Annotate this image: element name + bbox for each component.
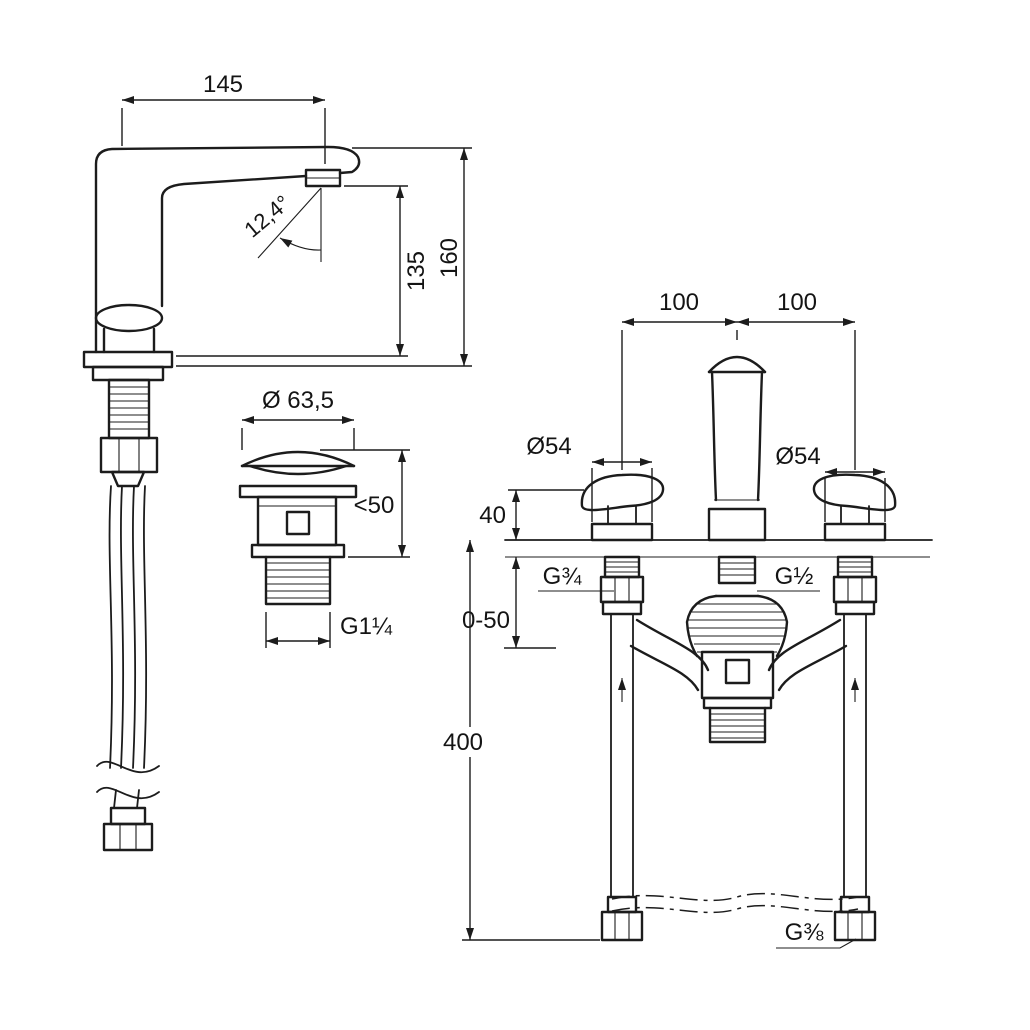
hose-thread-label: G⅜	[785, 919, 825, 946]
dimension-body-height: 40	[479, 489, 584, 540]
spout-thread-label: G½	[775, 563, 814, 590]
deck-lines	[504, 539, 933, 558]
drain-view: Ø 63,5 <50 G1¼	[238, 387, 410, 648]
right-handle	[767, 473, 897, 942]
dim-deck-range-label: 0-50	[462, 607, 510, 634]
dim-cap-diameter-label: Ø 63,5	[262, 387, 334, 414]
left-handle	[580, 473, 710, 942]
dim-body-height-label: 40	[479, 502, 506, 529]
mounting-reference-lines	[611, 892, 859, 914]
dimension-total-height: 160	[176, 147, 472, 367]
dim-spacing-left-label: 100	[659, 289, 699, 316]
dimension-spout-height: 135	[176, 185, 430, 357]
dimension-spacing: 100 100	[621, 289, 856, 470]
dimension-drain-thread: G1¼	[265, 612, 393, 648]
drain-outline	[238, 450, 358, 606]
label-valve-thread: G¾	[538, 563, 614, 592]
dim-drain-thread-label: G1¼	[340, 613, 393, 640]
dim-drain-height-label: <50	[354, 492, 395, 519]
front-view: 100 100 Ø54 Ø54 40 G¾ G½	[436, 289, 933, 949]
dim-spout-height-label: 135	[403, 251, 430, 291]
dimension-rosette-right: Ø54	[775, 443, 886, 522]
dim-rosette-left-label: Ø54	[526, 433, 571, 460]
label-spout-thread: G½	[757, 563, 820, 592]
faucet-side-outline	[82, 145, 361, 852]
dimension-hose-length: 400	[436, 540, 600, 941]
dim-stream-angle-label: 12,4°	[239, 190, 295, 242]
side-view: 145 160 135 12,4°	[82, 71, 472, 852]
dimension-drain-height: <50	[320, 449, 410, 558]
valve-thread-label: G¾	[543, 563, 583, 590]
dim-total-height-label: 160	[436, 238, 463, 278]
dim-spout-reach-label: 145	[203, 71, 243, 98]
label-hose-thread: G⅜	[776, 919, 857, 949]
dim-rosette-right-label: Ø54	[775, 443, 820, 470]
dimension-spout-reach: 145	[121, 71, 326, 164]
dimension-stream-angle: 12,4°	[239, 187, 322, 262]
dim-spacing-right-label: 100	[777, 289, 817, 316]
dim-hose-length-label: 400	[443, 729, 483, 756]
dimension-cap-diameter: Ø 63,5	[241, 387, 355, 450]
dimension-rosette-left: Ø54	[526, 433, 653, 522]
center-spout	[685, 355, 789, 744]
